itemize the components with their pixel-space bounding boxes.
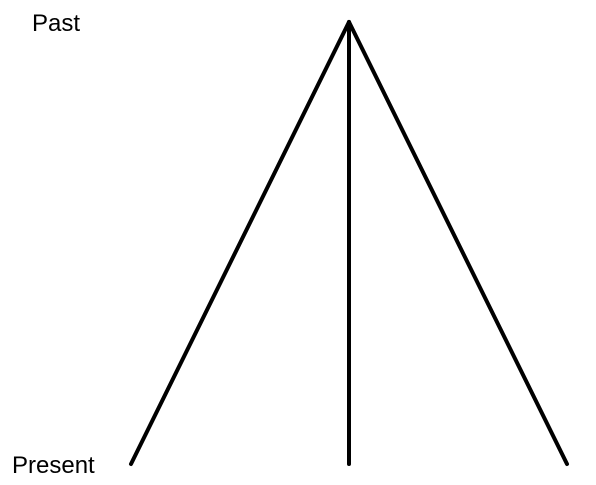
past-label: Past bbox=[32, 10, 81, 37]
left-branch-line bbox=[129, 20, 351, 466]
present-label: Present bbox=[12, 452, 95, 479]
right-branch-line bbox=[347, 20, 569, 466]
